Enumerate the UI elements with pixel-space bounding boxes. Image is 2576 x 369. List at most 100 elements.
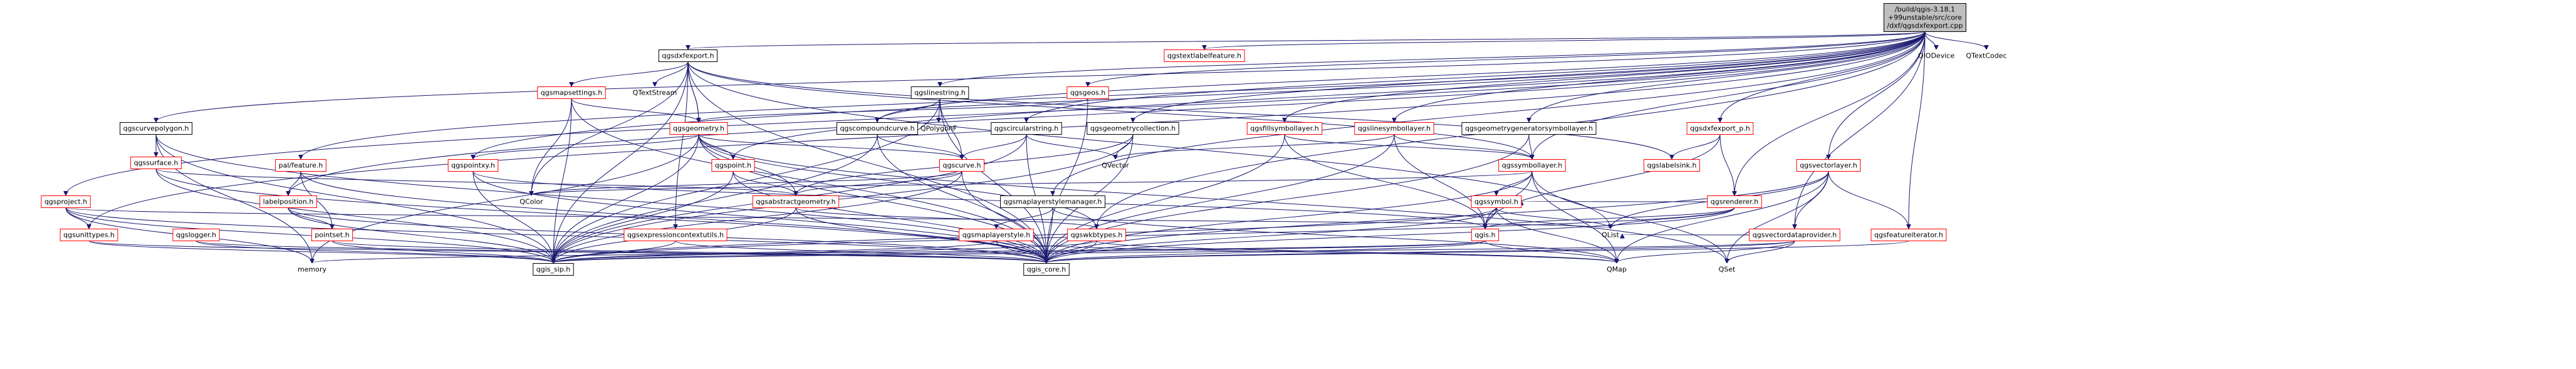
node-root[interactable]: /build/qgis-3.18.1+99unstable/src/core/d… [1884,3,1966,32]
node-qgis-sip-h[interactable]: qgis_sip.h [533,263,574,276]
node-qgsgeometrygeneratorsymbollayer-h[interactable]: qgsgeometrygeneratorsymbollayer.h [1461,122,1597,135]
edge-qgssymbollayer-h-to-qgis-core-h [1046,171,1533,263]
edge-qgsdxfexport-p-h-to-qgsrenderer-h [1719,134,1734,195]
edge-palfeature-h-to-qgis-core-h [300,171,1046,263]
node-label: QColor [519,198,543,206]
node-qgssurface-h[interactable]: qgssurface.h [130,157,182,169]
edge-root-to-qgsgeos-h [1088,31,1926,86]
edge-root-to-qgsdxfexport-p-h [1720,31,1926,122]
node-box [533,263,574,276]
edge-qgssurface-h-to-qgis-sip-h [155,169,553,263]
node-label: qgscurve.h [943,162,981,170]
edge-qgswkbtypes-h-to-QMap [1096,241,1617,263]
node-qgis-core-h[interactable]: qgis_core.h [1023,263,1070,276]
node-box [1644,159,1700,172]
node-QMap: QMap [1607,266,1627,274]
node-label: qgssurface.h [134,159,179,167]
node-box [1067,229,1126,241]
node-qgspointxy-h[interactable]: qgspointxy.h [447,159,499,172]
node-qgsabstractgeometry-h[interactable]: qgsabstractgeometry.h [752,195,840,208]
edge-qgscompoundcurve-h-to-qgis-core-h [877,134,1046,263]
node-qgsfeatureiterator-h[interactable]: qgsfeatureiterator.h [1870,229,1947,241]
edge-qgsvectordataprovider-h-to-QSet [1727,241,1795,263]
node-box [1870,229,1947,241]
node-label: qgsgeometrycollection.h [1090,125,1176,133]
node-label: qgsmaplayerstylemanager.h [1003,198,1102,206]
node-label: qgscurvepolygon.h [123,125,189,133]
edge-qgsvectorlayer-h-to-QSet [1727,171,1829,263]
edge-qgsmaplayerstylemanager-h-to-QMap [1052,207,1617,263]
node-qgspoint-h[interactable]: qgspoint.h [711,159,755,172]
edge-root-to-qgscompoundcurve-h [877,31,1926,122]
node-qgsgeometry-h[interactable]: qgsgeometry.h [669,122,728,135]
edge-root-to-qgsrenderer-h [1734,31,1926,195]
edge-qgslinesymbollayer-h-to-qgssymbollayer-h [1394,134,1532,159]
node-qgswkbtypes-h[interactable]: qgswkbtypes.h [1067,229,1126,241]
edge-qgsfillsymbollayer-h-to-qgis-core-h [1046,134,1285,263]
node-qgsvectorlayer-h[interactable]: qgsvectorlayer.h [1796,159,1861,172]
edge-root-to-qgsvectorlayer-h [1828,31,1926,159]
edge-qgscompoundcurve-h-to-qgscurve-h [877,134,962,159]
node-qgssymbol-h[interactable]: qgssymbol.h [1471,195,1522,208]
node-qgsunittypes-h[interactable]: qgsunittypes.h [60,229,118,241]
edge-root-to-qgsfeatureiterator-h [1909,31,1926,229]
edge-labelposition-h-to-qgis-sip-h [288,207,553,263]
node-qgslinestring-h[interactable]: qgslinestring.h [910,86,969,99]
node-box [939,159,984,172]
node-labelposition-h[interactable]: labelposition.h [259,195,317,208]
node-qgsmapsettings-h[interactable]: qgsmapsettings.h [537,86,606,99]
node-label: qgslabelsink.h [1647,162,1697,170]
node-qgscurve-h[interactable]: qgscurve.h [939,159,984,172]
node-box [658,49,718,62]
node-qgsrenderer-h[interactable]: qgsrenderer.h [1707,195,1762,208]
node-qgscircularstring-h[interactable]: qgscircularstring.h [991,122,1062,135]
node-qgsdxfexport-h[interactable]: qgsdxfexport.h [658,49,718,62]
node-box [959,229,1034,241]
edge-qgsgeometry-h-to-qgspointxy-h [473,134,699,159]
edge-qgsgeometry-h-to-qgscurve-h [698,134,962,159]
node-qgslogger-h[interactable]: qgslogger.h [172,229,220,241]
node-box [991,122,1062,135]
node-qgsexpressioncontextutils-h[interactable]: qgsexpressioncontextutils.h [623,229,727,241]
node-qgsmaplayerstylemanager-h[interactable]: qgsmaplayerstylemanager.h [999,195,1106,208]
node-palfeature-h[interactable]: pal/feature.h [275,159,326,172]
node-qgslabelsink-h[interactable]: qgslabelsink.h [1644,159,1700,172]
node-qgssymbollayer-h[interactable]: qgssymbollayer.h [1498,159,1566,172]
edge-qgsabstractgeometry-h-to-qgis-core-h [795,207,1046,263]
node-qgscompoundcurve-h[interactable]: qgscompoundcurve.h [836,122,919,135]
edge-qgslinesymbollayer-h-to-qgis-h [1394,134,1485,229]
node-label: qgsgeometry.h [673,125,724,133]
node-qgslinesymbollayer-h[interactable]: qgslinesymbollayer.h [1354,122,1434,135]
node-label: qgslogger.h [176,231,216,239]
edge-qgssurface-h-to-qgis-core-h [155,169,1046,263]
node-qgsvectordataprovider-h[interactable]: qgsvectordataprovider.h [1749,229,1840,241]
edge-qgsdxfexport-h-to-qgssymbollayer-h [687,61,1532,159]
node-qgstextlabelfeature-h[interactable]: qgstextlabelfeature.h [1164,49,1245,62]
node-box [836,122,919,135]
node-qgsgeos-h[interactable]: qgsgeos.h [1066,86,1109,99]
edge-palfeature-h-to-labelposition-h [288,171,301,195]
node-box [130,157,182,169]
edge-qgsdxfexport-h-to-qgsgeometry-h [687,61,699,122]
node-qgis-h[interactable]: qgis.h [1471,229,1499,241]
node-qgsmaplayerstyle-h[interactable]: qgsmaplayerstyle.h [959,229,1034,241]
node-label: qgsrenderer.h [1711,198,1759,206]
node-qgsfillsymbollayer-h[interactable]: qgsfillsymbollayer.h [1246,122,1323,135]
node-box [447,159,499,172]
edge-root-to-qgslinestring-h [940,31,1926,86]
node-box [1164,49,1245,62]
edge-qgslinesymbollayer-h-to-qgis-core-h [1046,134,1395,263]
edge-root-to-qgspointxy-h [473,31,1926,159]
edge-qgsmapsettings-h-to-qgsgeometry-h [571,98,699,122]
node-pointset-h[interactable]: pointset.h [311,229,353,241]
node-qgsgeometrycollection-h[interactable]: qgsgeometrycollection.h [1087,122,1179,135]
edge-qgsdxfexport-h-to-qgslabelsink-h [687,61,1672,159]
node-qgsdxfexport-p-h[interactable]: qgsdxfexport_p.h [1686,122,1754,135]
edge-qgsfeatureiterator-h-to-qgis-core-h [1046,241,1909,263]
node-qgscurvepolygon-h[interactable]: qgscurvepolygon.h [120,122,192,135]
edge-qgsrenderer-h-to-qgis-h [1485,207,1735,229]
node-qgsproject-h[interactable]: qgsproject.h [41,195,91,208]
edge-root-to-qgspoint-h [733,31,1926,159]
edge-qgslinestring-h-to-qgis-core-h [939,98,1046,263]
